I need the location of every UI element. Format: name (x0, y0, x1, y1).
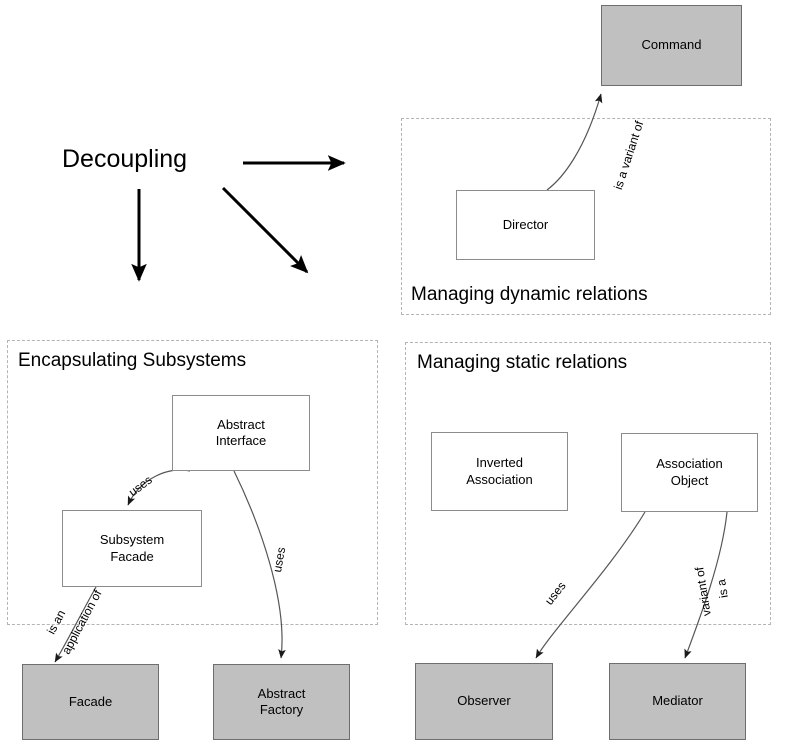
node-director[interactable]: Director (456, 190, 595, 260)
node-observer[interactable]: Observer (415, 663, 553, 740)
edge-label-is-a: is a (714, 578, 731, 599)
node-abstract-factory[interactable]: Abstract Factory (213, 664, 350, 740)
node-abstract-interface[interactable]: Abstract Interface (172, 395, 310, 471)
node-mediator[interactable]: Mediator (609, 663, 746, 740)
node-inverted-association[interactable]: Inverted Association (431, 432, 568, 511)
root-arrow-diagonal (221, 186, 309, 274)
panel-title-managing-dynamic-relations: Managing dynamic relations (411, 284, 648, 305)
node-command[interactable]: Command (601, 5, 742, 86)
panel-title-encapsulating-subsystems: Encapsulating Subsystems (18, 350, 247, 371)
panel-title-managing-static-relations: Managing static relations (417, 352, 628, 373)
node-facade[interactable]: Facade (22, 664, 159, 740)
node-subsystem-facade[interactable]: Subsystem Facade (62, 510, 202, 587)
root-label-decoupling: Decoupling (62, 145, 188, 173)
panel-encapsulating-subsystems (7, 340, 378, 625)
node-association-object[interactable]: Association Object (621, 433, 758, 512)
